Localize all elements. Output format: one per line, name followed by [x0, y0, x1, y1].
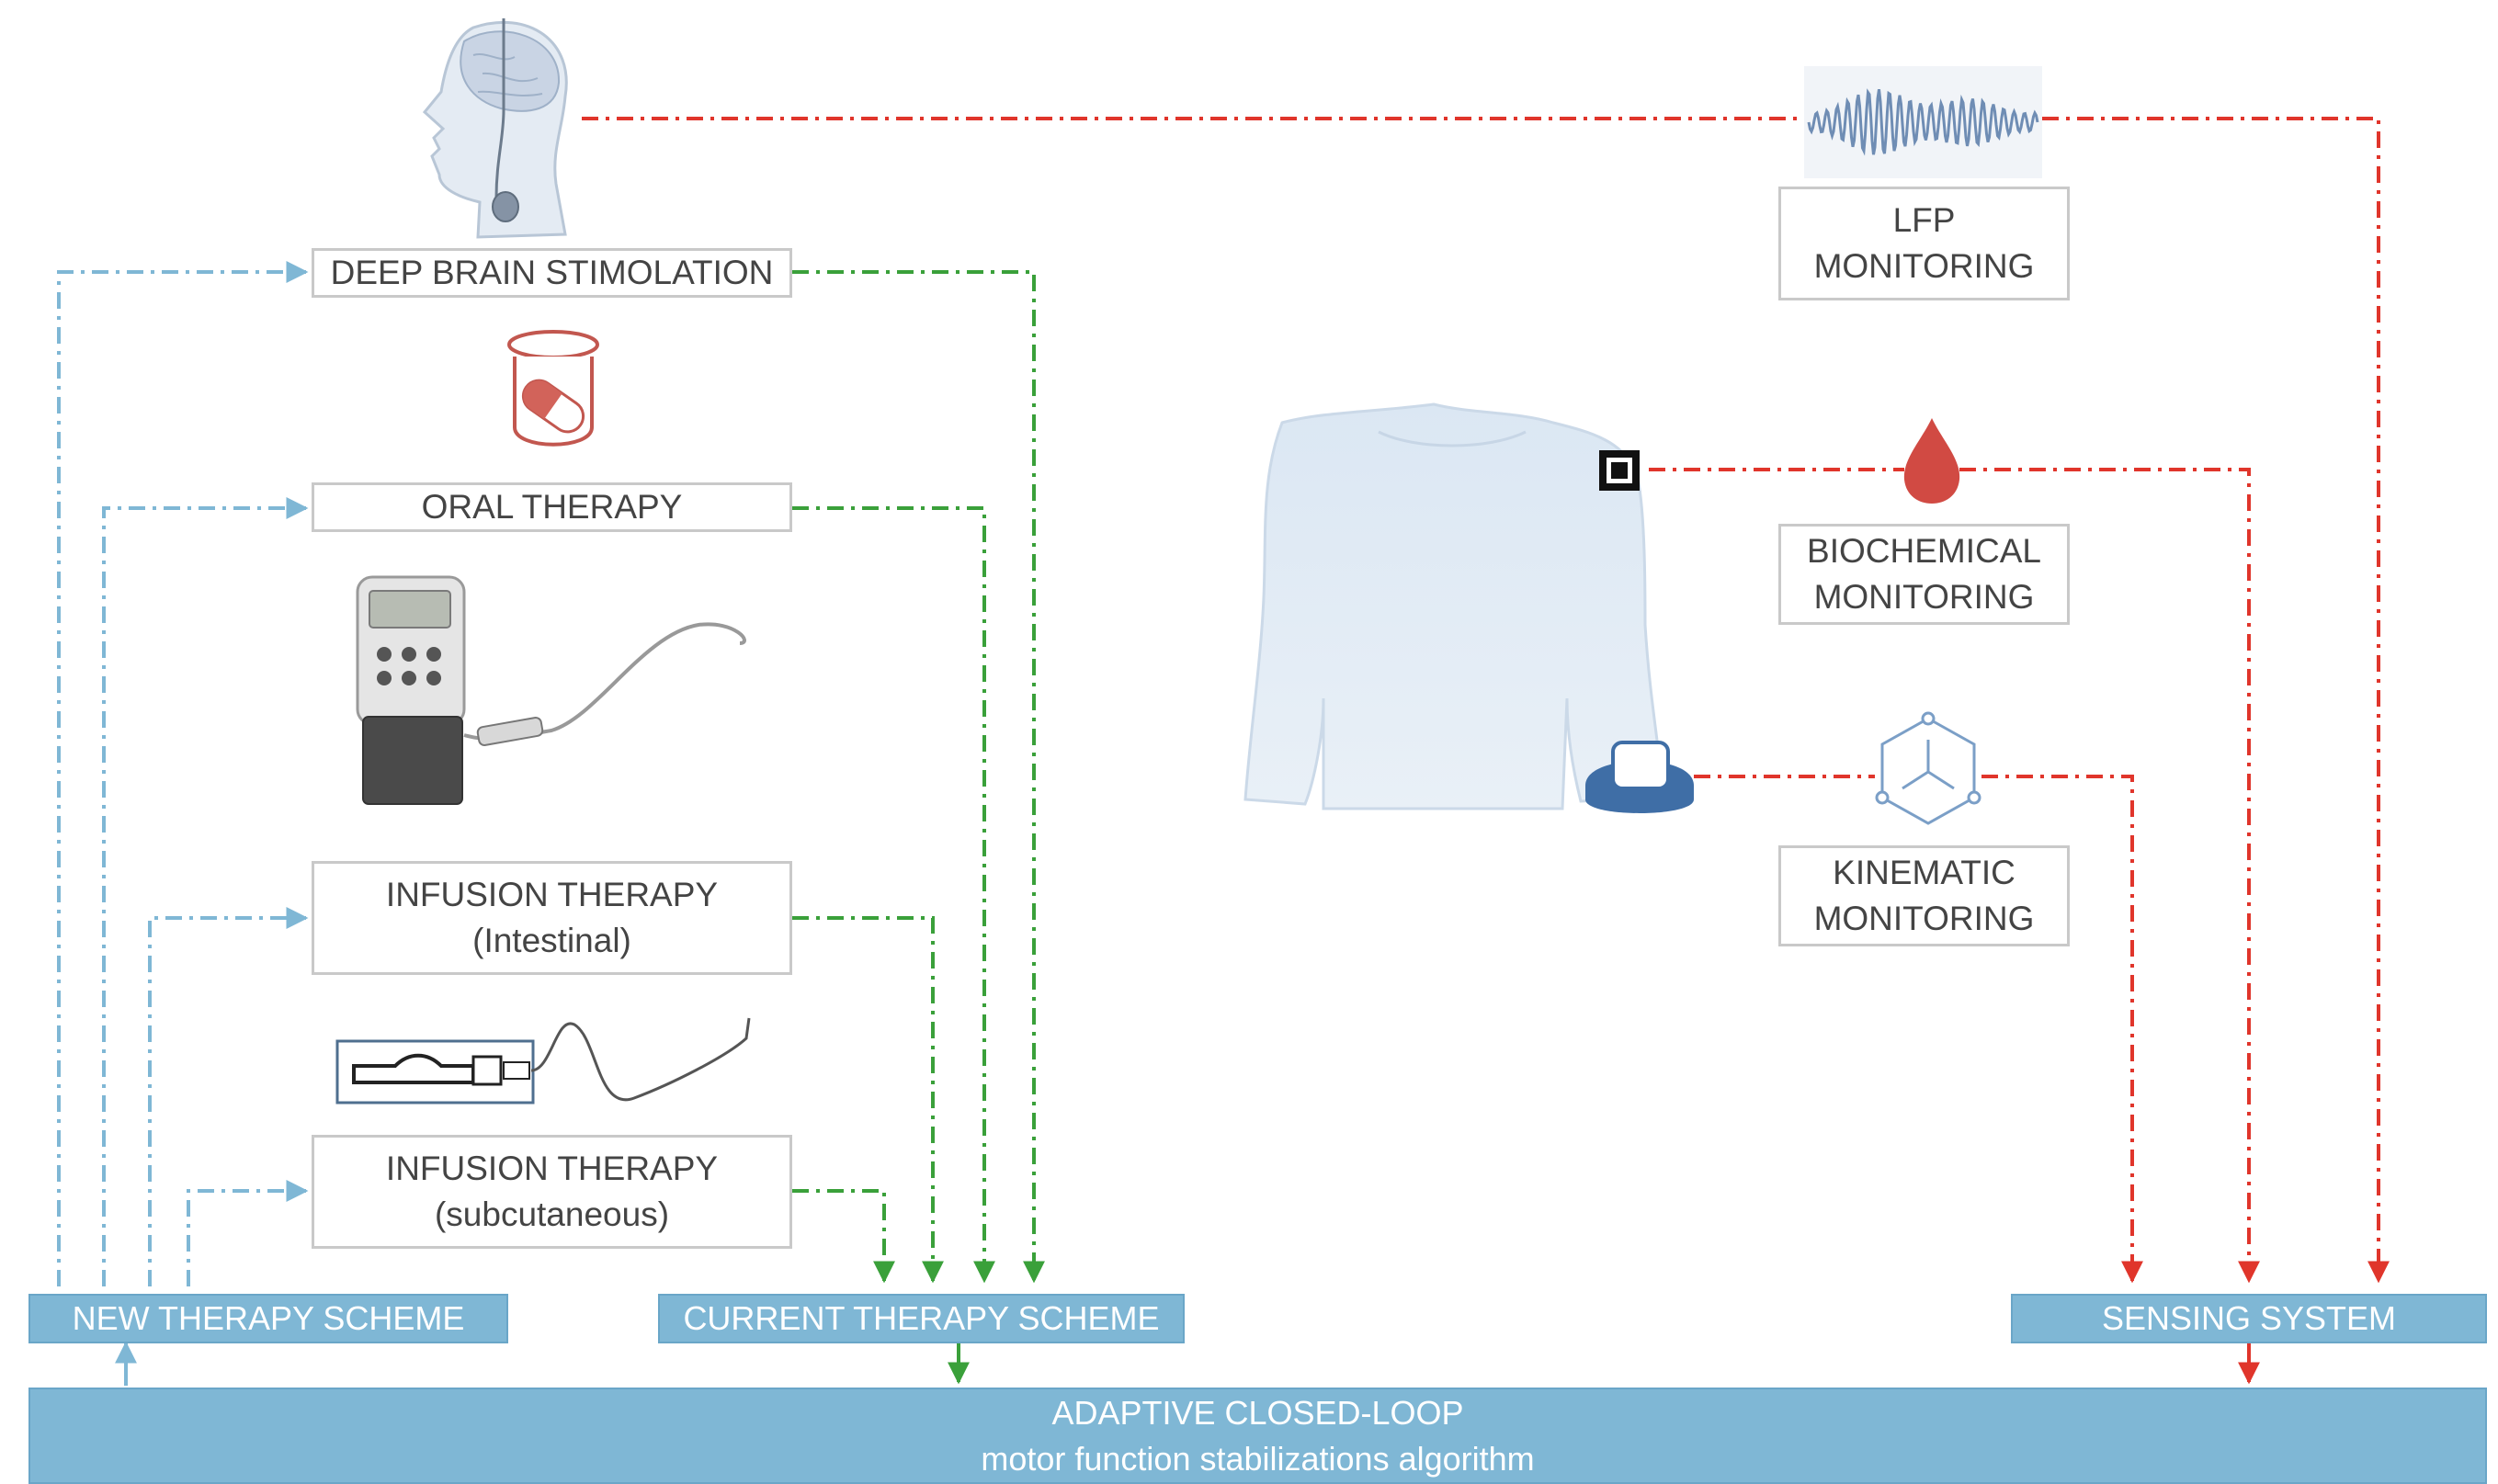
red-link-biochemical-2 [1959, 468, 2260, 1284]
sensing-system-box: SENSING SYSTEM [2011, 1294, 2487, 1343]
new-therapy-scheme-box: NEW THERAPY SCHEME [28, 1294, 508, 1343]
sensor-chip-icon [1599, 450, 1640, 491]
kinematic-axes-icon [1875, 711, 1981, 825]
infusion-intestinal-line-1: INFUSION THERAPY [385, 876, 719, 913]
green-link-intestinal [792, 916, 944, 1284]
infusion-subcutaneous-box: INFUSION THERAPY (subcutaneous) [312, 1135, 792, 1249]
biochemical-monitoring-line-2: MONITORING [1813, 578, 2035, 616]
pill-jar-icon [507, 330, 599, 447]
green-link-subcutaneous [792, 1189, 895, 1284]
blue-link-subcutaneous [187, 1180, 309, 1286]
sensing-system-label: SENSING SYSTEM [2101, 1299, 2397, 1337]
blood-drop-icon [1903, 418, 1960, 504]
infusion-pump-icon [356, 575, 746, 805]
blue-link-intestinal [148, 907, 309, 1286]
oral-therapy-box: ORAL THERAPY [312, 482, 792, 532]
kinematic-monitoring-line-1: KINEMATIC [1833, 854, 2015, 891]
current-therapy-scheme-label: CURRENT THERAPY SCHEME [683, 1299, 1160, 1337]
subcutaneous-pump-icon [335, 1017, 751, 1105]
oral-therapy-label: ORAL THERAPY [421, 488, 683, 526]
biochemical-monitoring-line-1: BIOCHEMICAL [1807, 532, 2041, 570]
algorithm-subtitle: motor function stabilizations algorithm [981, 1439, 1535, 1478]
infusion-subcutaneous-line-2: (subcutaneous) [434, 1195, 670, 1233]
blue-connectors [57, 261, 309, 1286]
head-with-dbs-implant-icon [422, 18, 568, 239]
blue-link-dbs [57, 261, 309, 1286]
lfp-wave-icon [1804, 66, 2042, 178]
green-connectors [792, 270, 1045, 1284]
blue-link-oral [102, 497, 309, 1286]
green-link-dbs [792, 270, 1045, 1284]
adaptive-closed-loop-box: ADAPTIVE CLOSED-LOOP motor function stab… [28, 1388, 2487, 1484]
algorithm-title: ADAPTIVE CLOSED-LOOP [1051, 1393, 1464, 1432]
infusion-intestinal-line-2: (Intestinal) [472, 922, 631, 959]
kinematic-monitoring-box: KINEMATIC MONITORING [1778, 845, 2070, 946]
red-link-kinematic-2 [1981, 775, 2143, 1284]
red-link-lfp-2 [2042, 117, 2390, 1284]
infusion-subcutaneous-line-1: INFUSION THERAPY [385, 1150, 719, 1187]
wrist-sensor-icon [1585, 741, 1694, 813]
current-therapy-scheme-box: CURRENT THERAPY SCHEME [658, 1294, 1185, 1343]
lfp-monitoring-line-1: LFP [1892, 201, 1956, 239]
biochemical-monitoring-box: BIOCHEMICAL MONITORING [1778, 524, 2070, 625]
red-connectors [582, 117, 2390, 1284]
lfp-monitoring-line-2: MONITORING [1813, 247, 2035, 285]
kinematic-monitoring-line-2: MONITORING [1813, 900, 2035, 937]
dbs-label: DEEP BRAIN STIMOLATION [330, 254, 774, 291]
new-therapy-scheme-label: NEW THERAPY SCHEME [72, 1299, 465, 1337]
infusion-intestinal-box: INFUSION THERAPY (Intestinal) [312, 861, 792, 975]
green-link-oral [792, 506, 995, 1284]
dbs-box: DEEP BRAIN STIMOLATION [312, 248, 792, 298]
lfp-monitoring-box: LFP MONITORING [1778, 187, 2070, 300]
